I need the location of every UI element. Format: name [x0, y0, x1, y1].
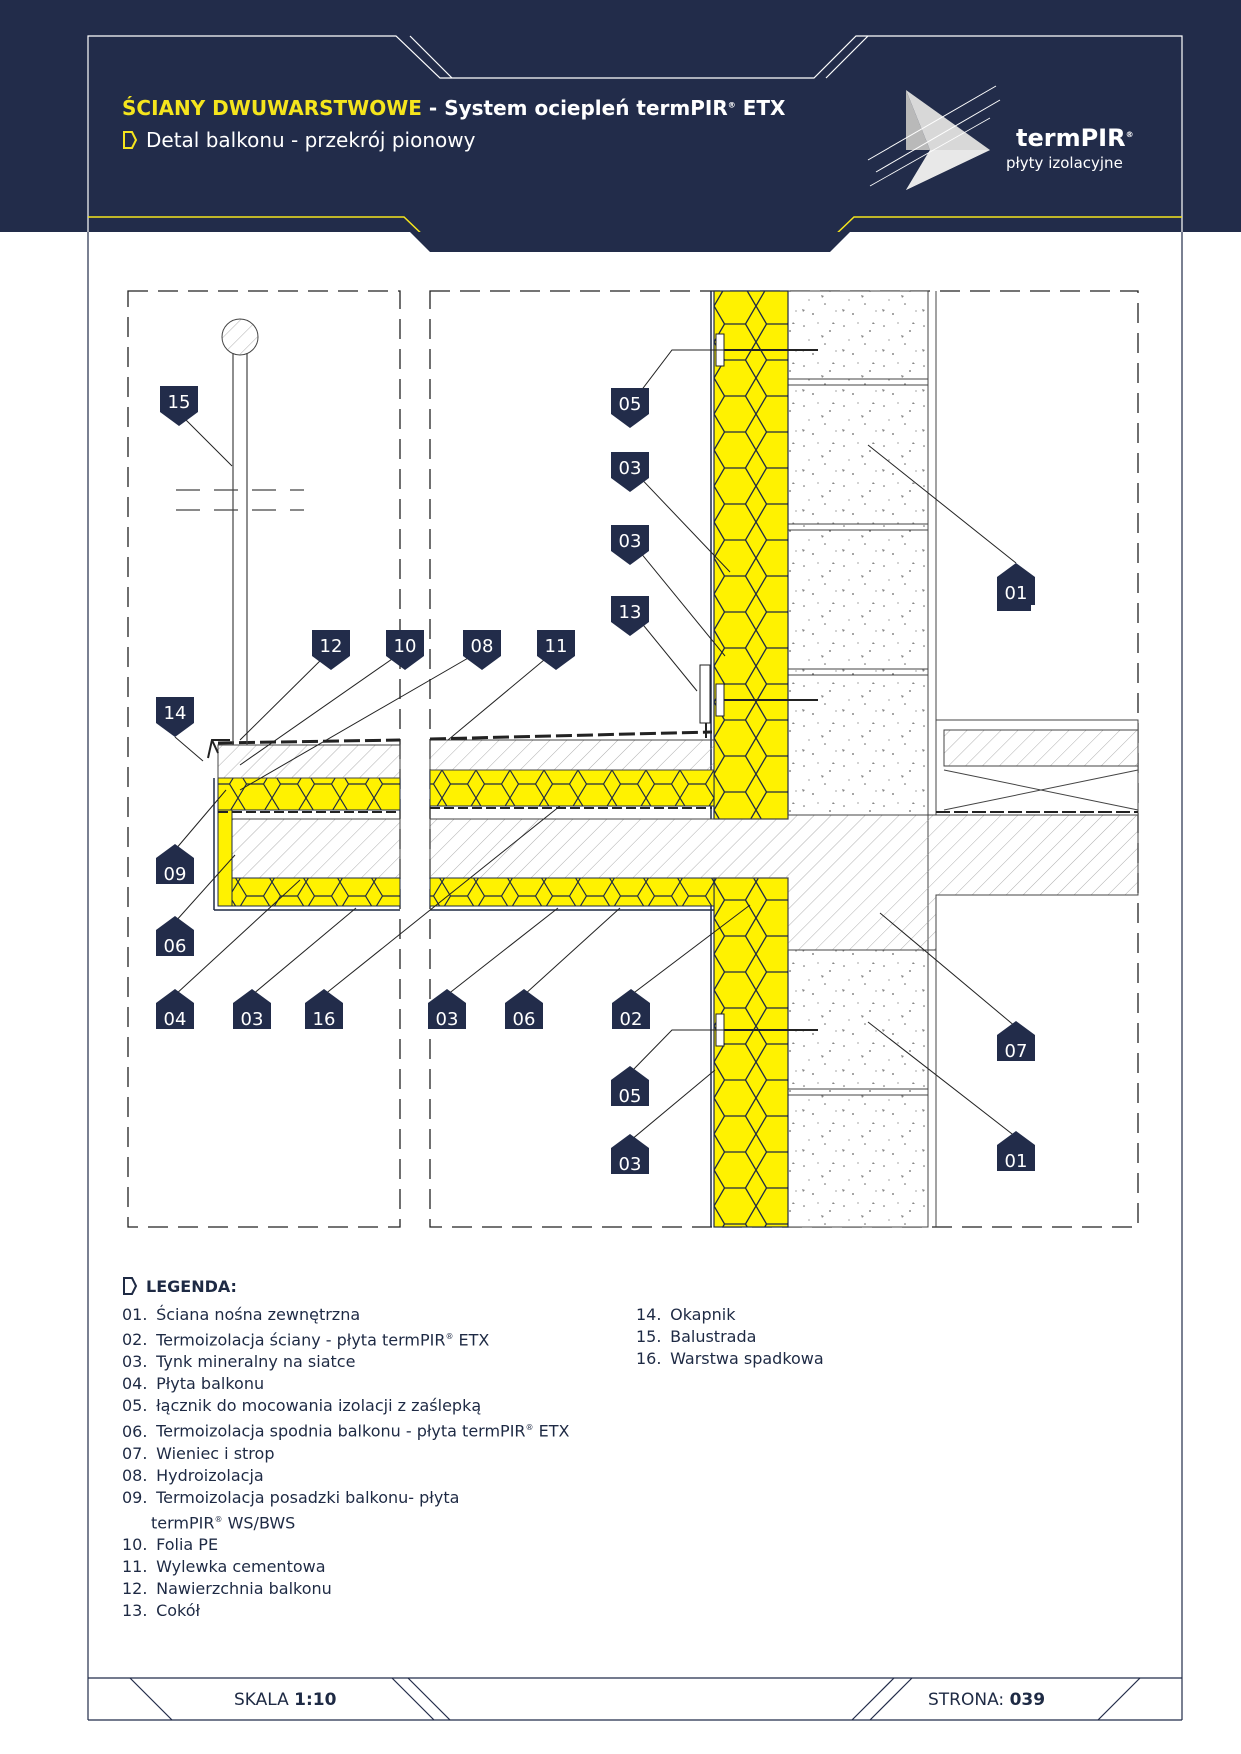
page-title: ŚCIANY DWUWARSTWOWE - System ociepleń te…: [122, 96, 786, 120]
svg-text:11: 11: [545, 636, 568, 657]
callout-14: 14: [156, 697, 194, 737]
play-outline-icon: [123, 131, 138, 149]
svg-text:02: 02: [620, 1009, 643, 1030]
brand-tagline: płyty izolacyjne: [1006, 154, 1123, 172]
callout-09: 09: [156, 844, 194, 885]
svg-text:01: 01: [1005, 583, 1028, 604]
callout-05-upper: 05: [611, 388, 649, 428]
svg-text:09: 09: [164, 864, 187, 885]
callout-03-lower: 03: [611, 1134, 649, 1175]
callout-01-upper: 01: [997, 563, 1035, 611]
svg-text:03: 03: [619, 531, 642, 552]
legend-item-12: 12. Nawierzchnia balkonu: [122, 1578, 332, 1598]
callout-08: 08: [463, 630, 501, 670]
legend-column-right: 14. Okapnik 15. Balustrada 16. Warstwa s…: [636, 1304, 1096, 1622]
legend-item-03: 03. Tynk mineralny na siatce: [122, 1352, 356, 1372]
svg-text:13: 13: [619, 602, 642, 623]
callout-03-bottom-a: 03: [233, 989, 271, 1030]
svg-text:01: 01: [1005, 1151, 1028, 1172]
legend-title: LEGENDA:: [122, 1276, 1096, 1296]
callout-01-lower: 01: [997, 1131, 1035, 1172]
legend: LEGENDA: 01. Ściana nośna zewnętrzna 02.…: [122, 1276, 1096, 1622]
svg-text:03: 03: [619, 458, 642, 479]
callout-04: 04: [156, 989, 194, 1030]
svg-text:14: 14: [164, 703, 187, 724]
legend-column-left: 01. Ściana nośna zewnętrzna 02. Termoizo…: [122, 1304, 582, 1622]
legend-item-13: 13. Cokół: [122, 1600, 201, 1620]
svg-text:03: 03: [619, 1154, 642, 1175]
callout-02: 02: [612, 989, 650, 1030]
svg-text:06: 06: [513, 1009, 536, 1030]
svg-text:03: 03: [241, 1009, 264, 1030]
play-outline-icon: [123, 1277, 138, 1295]
legend-item-09: 09. Termoizolacja posadzki balkonu- płyt…: [122, 1487, 460, 1532]
svg-text:06: 06: [164, 936, 187, 957]
termpir-logo-icon: [867, 85, 1001, 190]
svg-text:15: 15: [168, 392, 191, 413]
callout-05-lower: 05: [611, 1066, 649, 1107]
legend-item-07: 07. Wieniec i strop: [122, 1443, 275, 1463]
svg-text:16: 16: [313, 1009, 336, 1030]
svg-text:04: 04: [164, 1009, 187, 1030]
legend-item-04: 04. Płyta balkonu: [122, 1374, 265, 1394]
legend-item-08: 08. Hydroizolacja: [122, 1465, 264, 1485]
header-band: [0, 0, 1241, 232]
callout-13: 13: [611, 596, 649, 636]
legend-item-16: 16. Warstwa spadkowa: [636, 1349, 824, 1368]
legend-item-11: 11. Wylewka cementowa: [122, 1556, 326, 1576]
svg-text:10: 10: [394, 636, 417, 657]
callout-16: 16: [305, 989, 343, 1030]
legend-item-06: 06. Termoizolacja spodnia balkonu - płyt…: [122, 1421, 570, 1441]
svg-text:05: 05: [619, 394, 642, 415]
svg-text:05: 05: [619, 1086, 642, 1107]
svg-text:07: 07: [1005, 1041, 1028, 1062]
svg-text:12: 12: [320, 636, 343, 657]
callout-06-mid: 06: [505, 989, 543, 1030]
svg-text:08: 08: [471, 636, 494, 657]
page-number: STRONA: 039: [928, 1690, 1046, 1710]
legend-item-01: 01. Ściana nośna zewnętrzna: [122, 1305, 361, 1324]
svg-text:03: 03: [436, 1009, 459, 1030]
callout-11: 11: [537, 630, 575, 670]
callout-06-left: 06: [156, 916, 194, 957]
legend-item-14: 14. Okapnik: [636, 1305, 736, 1324]
scale-label: SKALA 1:10: [234, 1690, 337, 1710]
callout-12: 12: [312, 630, 350, 670]
callout-15: 15: [160, 386, 198, 426]
callout-07: 07: [997, 1021, 1035, 1062]
callout-10: 10: [386, 630, 424, 670]
callout-03-bottom-b: 03: [428, 989, 466, 1030]
page-subtitle: Detal balkonu - przekrój pionowy: [122, 128, 475, 152]
legend-item-10: 10. Folia PE: [122, 1534, 219, 1554]
callout-03-upper-b: 03: [611, 525, 649, 565]
legend-item-15: 15. Balustrada: [636, 1327, 757, 1346]
callout-03-upper-a: 03: [611, 452, 649, 492]
brand-name: termPIR®: [1016, 124, 1134, 152]
legend-item-05: 05. łącznik do mocowania izolacji z zaśl…: [122, 1396, 482, 1416]
legend-item-02: 02. Termoizolacja ściany - płyta termPIR…: [122, 1330, 490, 1350]
